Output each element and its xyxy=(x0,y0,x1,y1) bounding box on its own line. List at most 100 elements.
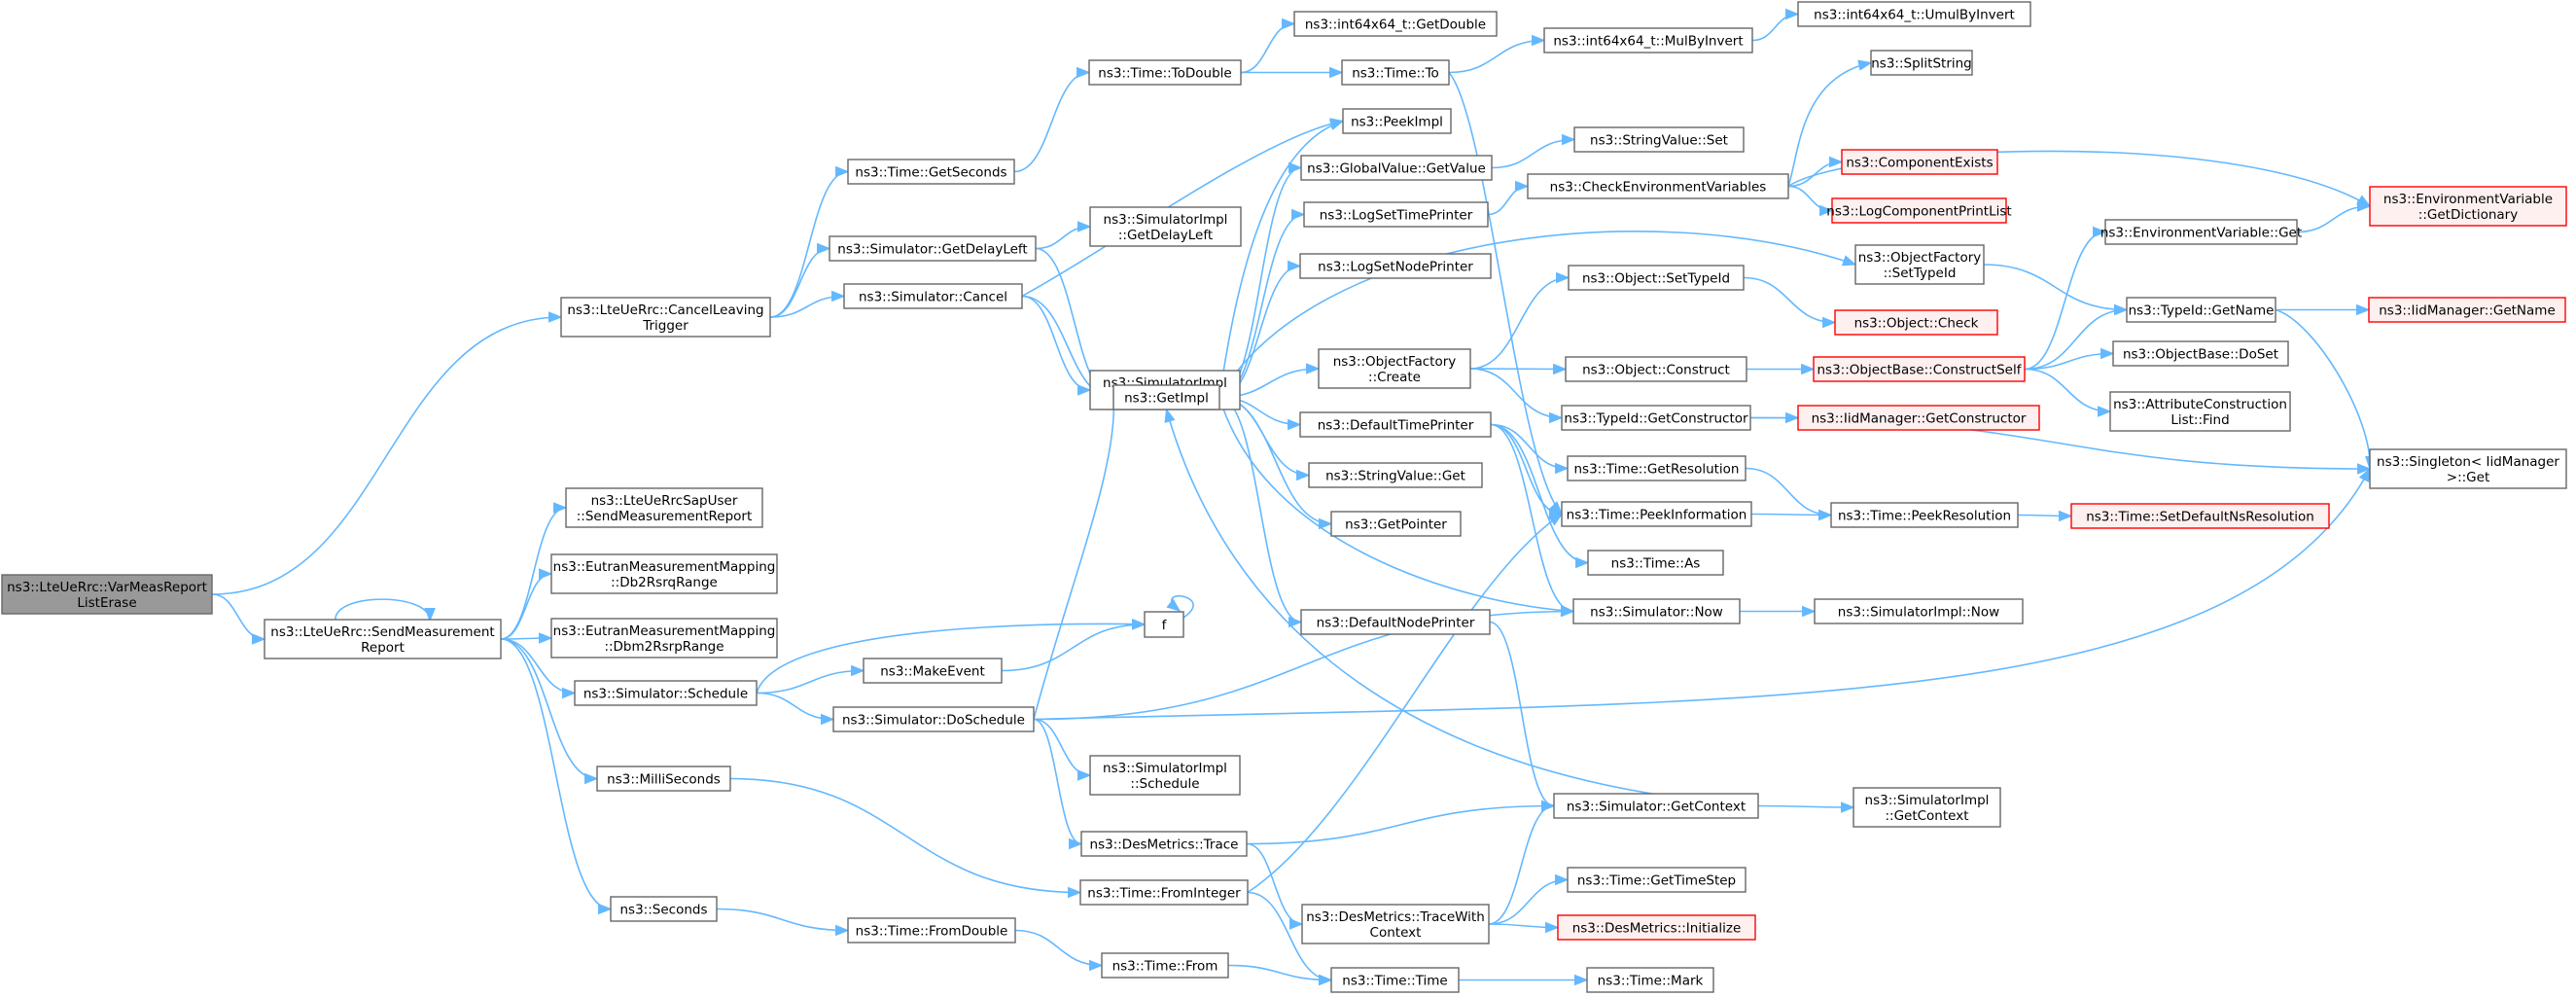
function-node-time-time[interactable]: ns3::Time::Time xyxy=(1330,967,1460,993)
function-node-construct-self[interactable]: ns3::ObjectBase::ConstructSelf xyxy=(1813,356,2026,382)
function-node-sap-send-meas[interactable]: ns3::LteUeRrcSapUser::SendMeasurementRep… xyxy=(565,487,763,528)
function-node-impl-now[interactable]: ns3::SimulatorImpl::Now xyxy=(1814,598,2024,624)
function-node-env-var-get[interactable]: ns3::EnvironmentVariable::Get xyxy=(2100,219,2302,245)
node-box xyxy=(1553,793,1759,819)
function-node-time-mark[interactable]: ns3::Time::Mark xyxy=(1586,967,1714,993)
node-box xyxy=(847,159,1015,185)
function-node-component-exists[interactable]: ns3::ComponentExists xyxy=(1841,149,1998,175)
node-label: ns3::IidManager::GetConstructor xyxy=(1812,411,2027,427)
function-node-make-event[interactable]: ns3::MakeEvent xyxy=(863,658,1003,684)
function-node-from-double[interactable]: ns3::Time::FromDouble xyxy=(847,917,1016,944)
function-node-time-to[interactable]: ns3::Time::To xyxy=(1341,59,1450,86)
function-node-des-trace[interactable]: ns3::DesMetrics::Trace xyxy=(1080,831,1248,857)
function-node-log-set-time-printer[interactable]: ns3::LogSetTimePrinter xyxy=(1303,201,1489,228)
function-node-sim-now[interactable]: ns3::Simulator::Now xyxy=(1572,598,1741,624)
node-box xyxy=(1527,173,1789,199)
node-label: ns3::LteUeRrc::CancelLeaving xyxy=(567,303,763,318)
function-node-sim-schedule[interactable]: ns3::Simulator::Schedule xyxy=(574,680,758,706)
node-box xyxy=(596,766,731,792)
node-label: ns3::Time::SetDefaultNsResolution xyxy=(2086,510,2314,525)
function-node-get-time-step[interactable]: ns3::Time::GetTimeStep xyxy=(1567,867,1747,893)
function-node-obj-factory-create[interactable]: ns3::ObjectFactory::Create xyxy=(1318,348,1471,389)
node-box xyxy=(1342,108,1452,134)
function-node-iid-get-constructor[interactable]: ns3::IidManager::GetConstructor xyxy=(1797,405,2040,431)
node-box xyxy=(1573,126,1745,153)
function-node-sim-do-schedule[interactable]: ns3::Simulator::DoSchedule xyxy=(832,706,1035,732)
node-label: ns3::SimulatorImpl xyxy=(1104,212,1228,228)
node-label: ns3::Time::PeekInformation xyxy=(1567,508,1747,523)
function-node-obj-factory-set-type-id[interactable]: ns3::ObjectFactory::SetTypeId xyxy=(1854,244,1985,285)
node-label: ns3::Simulator::Schedule xyxy=(583,687,748,702)
function-node-type-id-get-constructor[interactable]: ns3::TypeId::GetConstructor xyxy=(1561,405,1751,431)
function-node-des-initialize[interactable]: ns3::DesMetrics::Initialize xyxy=(1557,914,1756,941)
function-node-iid-get-name[interactable]: ns3::IidManager::GetName xyxy=(2368,297,2566,323)
function-node-get-seconds[interactable]: ns3::Time::GetSeconds xyxy=(847,159,1015,185)
function-node-default-time-printer[interactable]: ns3::DefaultTimePrinter xyxy=(1299,411,1492,438)
function-node-from-integer[interactable]: ns3::Time::FromInteger xyxy=(1079,879,1249,906)
function-node-obj-set-type-id[interactable]: ns3::Object::SetTypeId xyxy=(1568,265,1745,291)
call-edge xyxy=(1218,161,1303,399)
node-label: ns3::Simulator::Cancel xyxy=(859,290,1007,305)
function-node-log-set-node-printer[interactable]: ns3::LogSetNodePrinter xyxy=(1299,253,1492,279)
function-node-sim-get-context[interactable]: ns3::Simulator::GetContext xyxy=(1553,793,1759,819)
function-node-obj-check[interactable]: ns3::Object::Check xyxy=(1834,309,1998,336)
node-label: ns3::MilliSeconds xyxy=(607,772,721,788)
function-node-env-get-dict[interactable]: ns3::EnvironmentVariable::GetDictionary xyxy=(2369,186,2567,227)
function-node-do-set[interactable]: ns3::ObjectBase::DoSet xyxy=(2112,340,2289,367)
function-node-sim-delay-left[interactable]: ns3::Simulator::GetDelayLeft xyxy=(829,235,1037,262)
function-node-sim-cancel[interactable]: ns3::Simulator::Cancel xyxy=(843,283,1023,309)
node-label: ns3::Time::As xyxy=(1611,556,1701,572)
function-node-get-resolution[interactable]: ns3::Time::GetResolution xyxy=(1567,455,1747,481)
node-box xyxy=(1088,59,1242,86)
function-node-log-component-print-list[interactable]: ns3::LogComponentPrintList xyxy=(1826,197,2012,224)
function-node-dbm2-rsrp[interactable]: ns3::EutranMeasurementMapping::Dbm2RsrpR… xyxy=(550,618,778,659)
node-box xyxy=(1557,914,1756,941)
node-box xyxy=(1561,501,1752,527)
function-node-singleton-get[interactable]: ns3::Singleton< IidManager>::Get xyxy=(2369,448,2567,489)
function-node-send-meas[interactable]: ns3::LteUeRrc::SendMeasurementReport xyxy=(264,619,502,659)
node-box xyxy=(550,553,778,594)
function-node-get-pointer[interactable]: ns3::GetPointer xyxy=(1330,511,1462,537)
function-node-f[interactable]: f xyxy=(1144,611,1184,638)
call-edge xyxy=(500,638,613,915)
node-box xyxy=(847,917,1016,944)
call-edge xyxy=(1033,467,2371,721)
function-node-default-node-printer[interactable]: ns3::DefaultNodePrinter xyxy=(1300,609,1491,635)
node-box xyxy=(1813,356,2026,382)
function-node-mul-by-invert[interactable]: ns3::int64x64_t::MulByInvert xyxy=(1543,27,1753,53)
function-node-umul-by-invert[interactable]: ns3::int64x64_t::UmulByInvert xyxy=(1797,1,2031,27)
node-label: ns3::Time::GetTimeStep xyxy=(1577,873,1736,889)
function-node-obj-construct[interactable]: ns3::Object::Construct xyxy=(1565,356,1747,382)
function-node-impl-get-delay-left[interactable]: ns3::SimulatorImpl::GetDelayLeft xyxy=(1089,206,1242,247)
function-node-peek-impl[interactable]: ns3::PeekImpl xyxy=(1342,108,1452,134)
function-node-split-string[interactable]: ns3::SplitString xyxy=(1870,50,1973,76)
call-edge xyxy=(1001,619,1147,672)
node-label: ::SetTypeId xyxy=(1884,266,1957,281)
function-node-global-get-value[interactable]: ns3::GlobalValue::GetValue xyxy=(1300,155,1493,181)
function-node-to-double[interactable]: ns3::Time::ToDouble xyxy=(1088,59,1242,86)
function-node-string-value-set[interactable]: ns3::StringValue::Set xyxy=(1573,126,1745,153)
function-node-milli-seconds[interactable]: ns3::MilliSeconds xyxy=(596,766,731,792)
function-node-get-impl[interactable]: ns3::GetImpl xyxy=(1112,384,1220,410)
function-node-string-value-get[interactable]: ns3::StringValue::Get xyxy=(1308,462,1483,488)
function-node-seconds[interactable]: ns3::Seconds xyxy=(610,896,718,922)
function-node-check-env[interactable]: ns3::CheckEnvironmentVariables xyxy=(1527,173,1789,199)
node-label: ns3::Simulator::DoSchedule xyxy=(842,713,1025,729)
function-node-impl-schedule[interactable]: ns3::SimulatorImpl::Schedule xyxy=(1089,755,1241,796)
function-node-db2-rsrq[interactable]: ns3::EutranMeasurementMapping::Db2RsrqRa… xyxy=(550,553,778,594)
call-edge xyxy=(1490,423,1590,569)
function-node-time-as[interactable]: ns3::Time::As xyxy=(1587,550,1724,576)
function-node-peek-information[interactable]: ns3::Time::PeekInformation xyxy=(1561,501,1752,527)
call-edge xyxy=(1247,891,1333,986)
call-edge xyxy=(1490,423,1575,618)
function-node-type-id-get-name[interactable]: ns3::TypeId::GetName xyxy=(2126,297,2276,323)
function-node-peek-resolution[interactable]: ns3::Time::PeekResolution xyxy=(1830,502,2019,528)
function-node-get-double[interactable]: ns3::int64x64_t::GetDouble xyxy=(1293,11,1498,37)
function-node-time-from[interactable]: ns3::Time::From xyxy=(1101,952,1229,979)
function-node-impl-get-context[interactable]: ns3::SimulatorImpl::GetContext xyxy=(1853,787,2001,828)
function-node-set-default-ns-res[interactable]: ns3::Time::SetDefaultNsResolution xyxy=(2070,503,2330,529)
